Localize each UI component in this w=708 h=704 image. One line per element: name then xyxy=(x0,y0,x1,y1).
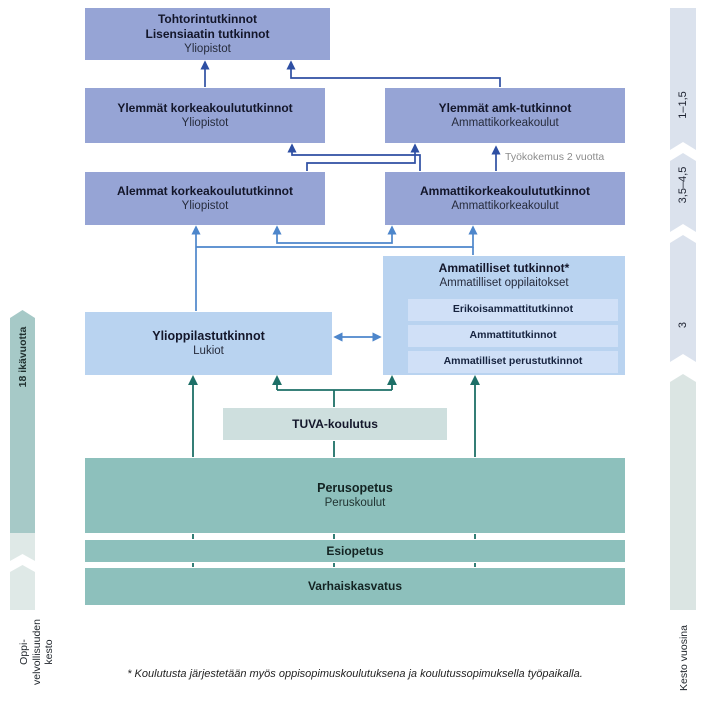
right-axis-segment-4 xyxy=(670,374,696,610)
box-specialist-vocational: Erikoisammattitutkinnot xyxy=(408,299,618,321)
box-subtitle: Ammatilliset oppilaitokset xyxy=(439,277,569,289)
box-title: Ylemmät amk-tutkinnot xyxy=(438,100,572,115)
right-axis-segment-3 xyxy=(670,235,696,362)
work-experience-note: Työkokemus 2 vuotta xyxy=(505,151,605,163)
box-title: Alemmat korkeakoulututkinnot xyxy=(116,183,294,198)
box-title: Ammattikorkeakoulututkinnot xyxy=(419,183,590,198)
box-title: Ylioppilastutkinnot xyxy=(152,328,265,343)
box-matriculation-examination: Ylioppilastutkinnot Lukiot xyxy=(85,312,332,375)
box-title: TUVA-koulutus xyxy=(292,416,378,431)
box-vocational-qualifications: Ammatilliset tutkinnot* Ammatilliset opp… xyxy=(383,256,625,375)
box-title: Ylemmät korkeakoulututkinnot xyxy=(117,100,293,115)
left-axis-bar-segment xyxy=(10,565,35,610)
box-subtitle: Yliopistot xyxy=(181,199,229,212)
left-axis-caption: Oppi- velvollisuuden kesto xyxy=(18,619,56,685)
right-axis-caption: Kesto vuosina xyxy=(678,625,690,691)
box-title: Perusopetus xyxy=(317,480,393,495)
box-tuva-education: TUVA-koulutus xyxy=(223,408,447,440)
box-initial-vocational: Ammatilliset perustutkinnot xyxy=(408,351,618,373)
left-axis-bar-age xyxy=(10,310,35,533)
box-early-childhood-education: Varhaiskasvatus xyxy=(85,568,625,605)
box-bachelors-amk: Ammattikorkeakoulututkinnot Ammattikorke… xyxy=(385,172,625,225)
box-title: Ammatilliset tutkinnot* xyxy=(438,261,570,275)
arrow-amk-bachelor-to-uni-masters xyxy=(287,143,421,171)
arrow-amk-masters-to-doctoral xyxy=(286,60,501,87)
box-subtitle: Yliopistot xyxy=(184,42,231,55)
footnote: * Koulutusta järjestetään myös oppisopim… xyxy=(127,668,583,680)
right-axis-label-3: 3 xyxy=(677,321,689,329)
box-title: Esiopetus xyxy=(326,543,384,558)
arrow-shared-to-amk-bachelor xyxy=(196,225,478,248)
left-axis-age-label: 18 ikävuotta xyxy=(17,326,29,388)
left-axis-bar-segment xyxy=(10,533,35,561)
right-axis-label-1: 1–1,5 xyxy=(677,91,689,119)
box-subtitle: Lukiot xyxy=(193,345,224,358)
box-title-line2: Lisensiaatin tutkinnot xyxy=(145,26,270,41)
box-subtitle: Ammattikorkeakoulut xyxy=(451,199,559,212)
box-subtitle: Peruskoulut xyxy=(324,497,386,510)
box-masters-amk: Ylemmät amk-tutkinnot Ammattikorkeakoulu… xyxy=(385,88,625,143)
box-further-vocational: Ammattitutkinnot xyxy=(408,325,618,347)
right-axis-segment-1 xyxy=(670,8,696,150)
right-axis-segment-2 xyxy=(670,153,696,232)
box-subtitle: Yliopistot xyxy=(181,116,229,129)
right-axis-label-2: 3,5–4,5 xyxy=(677,166,689,204)
box-preprimary-education: Esiopetus xyxy=(85,540,625,562)
arrow-uni-bachelor-to-amk-masters xyxy=(306,143,420,171)
box-doctoral-degrees: Tohtorintutkinnot Lisensiaatin tutkinnot… xyxy=(85,8,330,60)
box-basic-education: Perusopetus Peruskoulut xyxy=(85,458,625,533)
box-bachelors-university: Alemmat korkeakoulututkinnot Yliopistot xyxy=(85,172,325,225)
arrow-cross-higher-education xyxy=(272,225,397,244)
box-title: Tohtorintutkinnot xyxy=(157,11,258,26)
box-title: Varhaiskasvatus xyxy=(307,579,403,593)
box-subtitle: Ammattikorkeakoulut xyxy=(451,116,559,129)
box-masters-university: Ylemmät korkeakoulututkinnot Yliopistot xyxy=(85,88,325,143)
